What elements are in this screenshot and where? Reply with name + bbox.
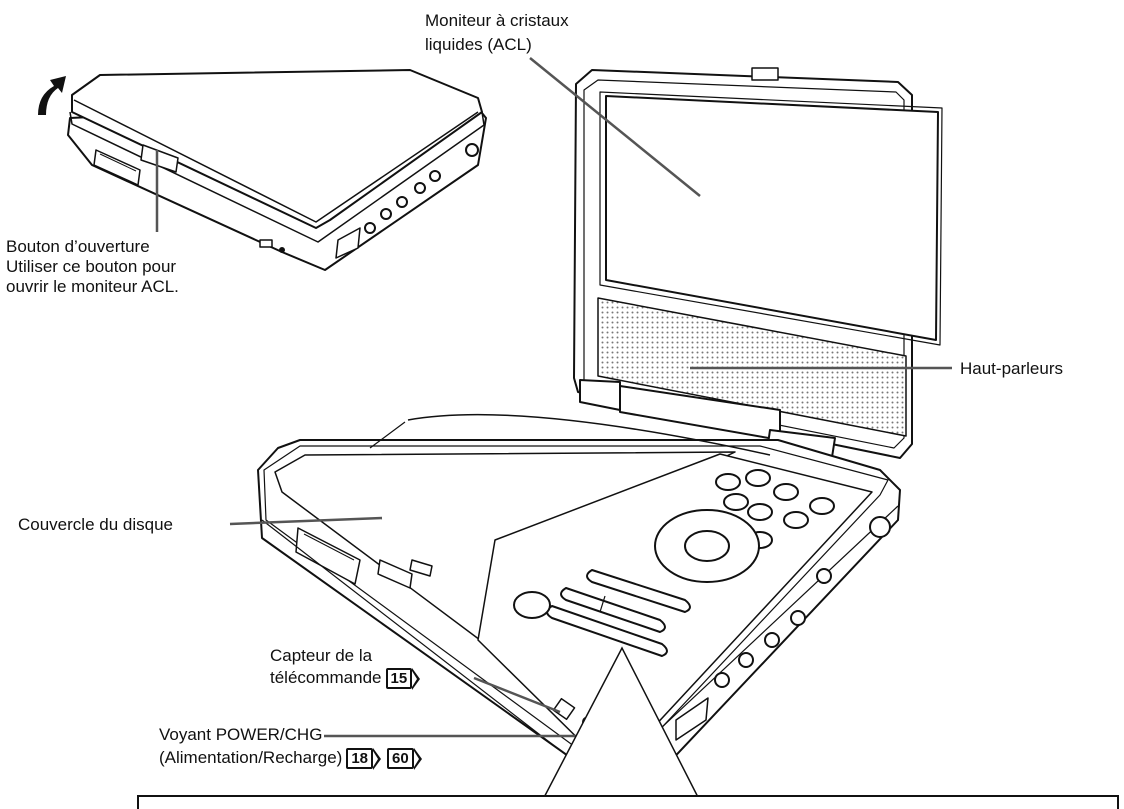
label-power-line1: Voyant POWER/CHG [159,725,323,744]
label-power-line2: (Alimentation/Recharge)18 60 [159,747,424,771]
remote-sensor-page-ref: 15 [385,668,420,691]
power-page-ref-2: 60 [387,748,422,771]
label-remote-sensor-line1: Capteur de la [270,646,373,665]
label-open-button-line2: Utiliser ce bouton pour [6,257,177,276]
label-disc-cover: Couvercle du disque [18,515,173,534]
label-open-button-line1: Bouton d’ouverture [6,237,150,256]
power-page-ref-1: 18 [346,748,381,771]
remote-sensor-text: télécommande [270,668,382,687]
open-arrow [38,76,66,115]
label-monitor-line1: Moniteur à cristaux [425,11,569,30]
callout-box [137,646,1119,809]
label-speakers: Haut-parleurs [960,359,1063,378]
label-open-button-line3: ouvrir le moniteur ACL. [6,277,179,296]
label-monitor-line2: liquides (ACL) [425,35,532,54]
closed-player-illustration [67,69,487,271]
power-text: (Alimentation/Recharge) [159,748,343,767]
open-player-illustration [257,67,943,793]
